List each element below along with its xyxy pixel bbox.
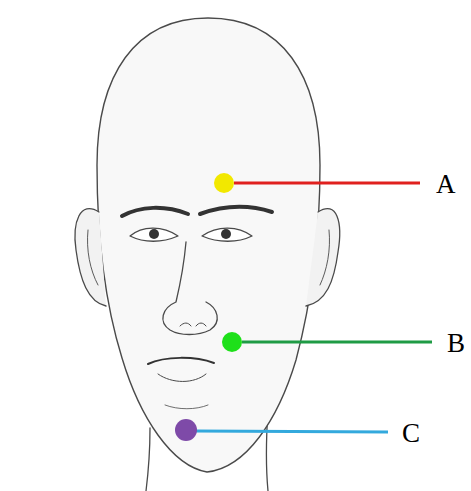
marker-dot xyxy=(222,332,242,352)
callout-label: B xyxy=(447,330,465,357)
chin-line xyxy=(165,405,208,409)
marker-dot xyxy=(214,173,234,193)
ear xyxy=(75,209,106,306)
pupil xyxy=(149,229,159,239)
neck-line xyxy=(146,428,150,491)
marker-dot xyxy=(175,419,197,441)
eye xyxy=(130,228,178,241)
ear xyxy=(306,209,340,306)
eyebrow xyxy=(122,208,188,216)
lower-lip xyxy=(158,374,206,382)
callout-label: A xyxy=(436,171,456,198)
eye xyxy=(202,228,252,241)
eyebrow xyxy=(200,207,272,214)
leader-line xyxy=(196,431,388,432)
nose xyxy=(163,242,217,335)
ear-detail xyxy=(320,230,330,285)
callout-label: C xyxy=(402,420,420,447)
leader-line xyxy=(242,341,432,344)
head-outline xyxy=(97,18,320,472)
nostril xyxy=(180,323,206,326)
ear-detail xyxy=(87,230,98,285)
pupil xyxy=(221,229,231,239)
leader-line xyxy=(234,182,420,185)
mouth xyxy=(148,358,214,364)
